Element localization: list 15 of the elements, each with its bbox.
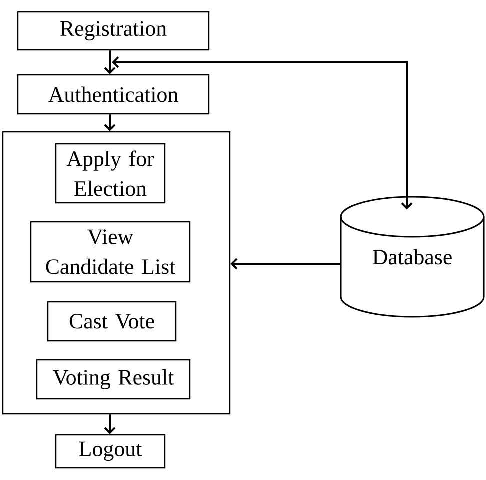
arrow	[104, 50, 116, 74]
process-box: Authentication	[17, 74, 210, 115]
double-arrow	[112, 56, 413, 210]
database-cylinder: Database	[340, 196, 485, 318]
arrow	[230, 258, 341, 270]
arrow	[104, 114, 116, 132]
group-box	[2, 131, 231, 415]
arrow	[104, 414, 116, 434]
process-box: View Candidate List	[30, 221, 191, 283]
process-box: Apply for Election	[55, 143, 166, 204]
process-box: Logout	[55, 434, 166, 469]
process-box: Voting Result	[36, 359, 191, 400]
node-label: Database	[372, 249, 452, 265]
process-box: Cast Vote	[47, 301, 177, 342]
process-box: Registration	[17, 11, 210, 51]
